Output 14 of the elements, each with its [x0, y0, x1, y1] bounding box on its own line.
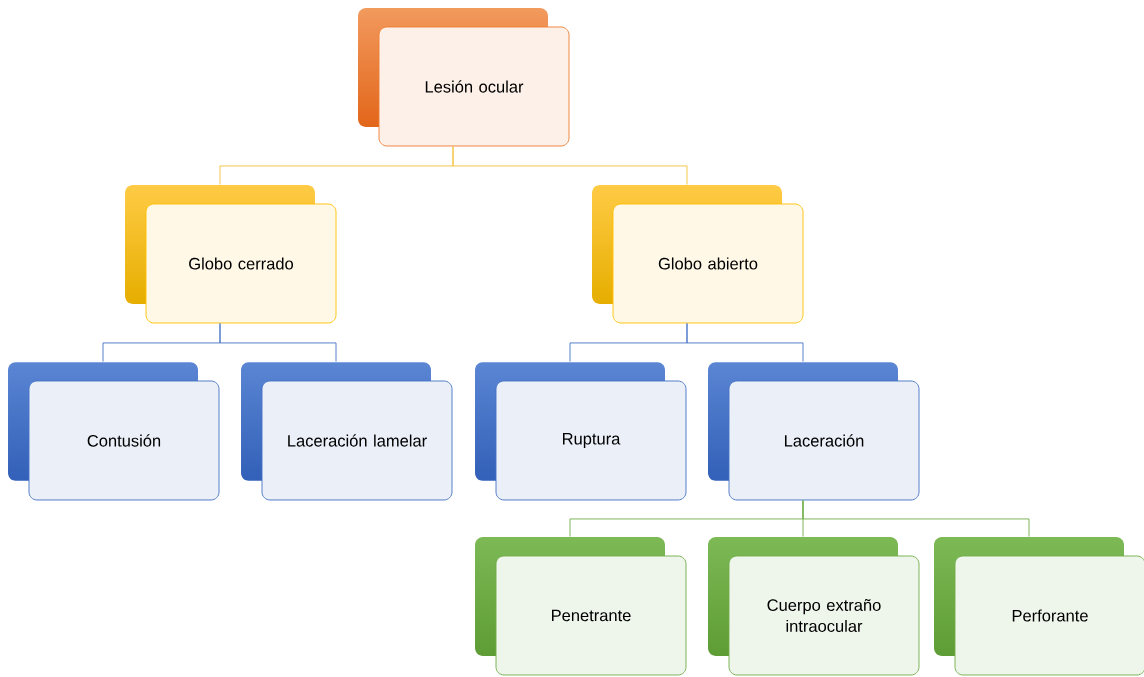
connector-line [802, 500, 1030, 537]
process-box: Cuerpo extraño intraocular [728, 555, 920, 676]
process-box: Globo abierto [612, 203, 804, 324]
process-box: Laceración lamelar [261, 380, 453, 501]
process-box: Lesión ocular [378, 26, 570, 147]
process-box: Contusión [28, 380, 220, 501]
process-box: Penetrante [495, 555, 687, 676]
process-box: Perforante [954, 555, 1144, 676]
connector-line [686, 323, 804, 362]
connector-line [452, 146, 688, 185]
process-box: Laceración [728, 380, 920, 501]
process-box: Globo cerrado [145, 203, 337, 324]
connector-line [219, 323, 337, 362]
process-box: Ruptura [495, 380, 687, 501]
